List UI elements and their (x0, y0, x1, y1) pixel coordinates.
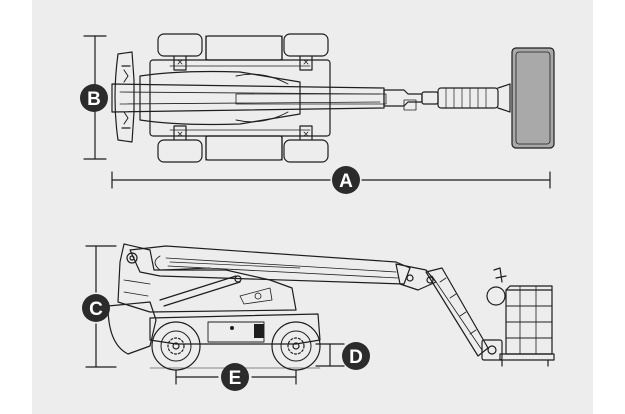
top-view (83, 33, 555, 189)
badge-c: C (82, 294, 110, 322)
badge-c-label: C (89, 299, 103, 320)
dimension-c-line (85, 245, 117, 368)
dimension-e-line (175, 369, 297, 385)
badge-a-label: A (339, 171, 353, 192)
badge-e-label: E (229, 368, 242, 389)
front-wheel-side (151, 321, 201, 371)
dimension-d-line (315, 343, 345, 367)
boom-top (111, 83, 385, 113)
dimension-a-line (111, 171, 551, 189)
platform-side (486, 267, 555, 367)
badge-d: D (342, 342, 370, 370)
lift-cylinder (159, 275, 241, 307)
counterweight-top (114, 51, 135, 143)
badge-b: B (80, 84, 108, 112)
badge-e: E (221, 363, 249, 391)
wheel-front-left-top (157, 33, 203, 57)
chassis-side (149, 313, 321, 345)
wheel-front-right-top (157, 139, 203, 163)
dimension-b-line (83, 35, 107, 160)
badge-d-label: D (349, 347, 363, 368)
platform-top (511, 47, 555, 149)
wheel-rear-left-top (283, 33, 329, 57)
wheel-rear-right-top (283, 139, 329, 163)
rear-wheel-side (271, 321, 321, 371)
turret-top (139, 70, 301, 126)
counterweight-side (107, 301, 157, 355)
badge-a: A (332, 166, 360, 194)
badge-b-label: B (87, 89, 101, 110)
main-boom-side (129, 245, 411, 285)
side-view (85, 243, 555, 385)
